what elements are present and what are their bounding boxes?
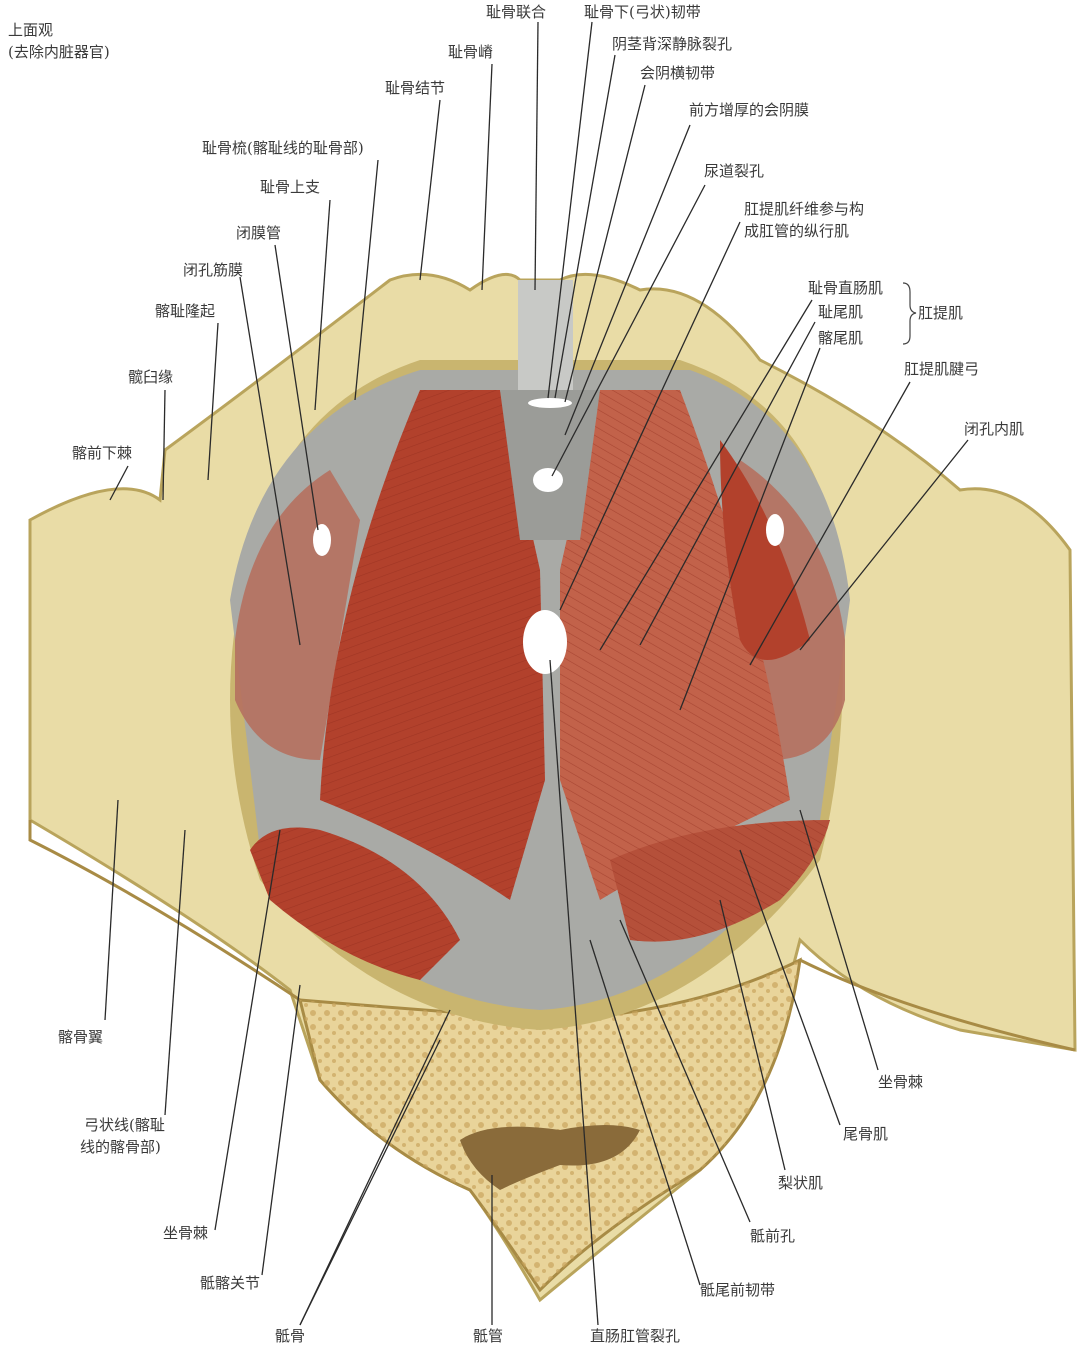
label-sacrum: 骶骨 <box>275 1327 306 1345</box>
label-ischial-spine-left: 坐骨棘 <box>163 1224 209 1242</box>
pubic-symphysis <box>518 280 573 390</box>
label-pubic-crest: 耻骨嵴 <box>448 43 494 61</box>
label-sacral-canal: 骶管 <box>473 1327 504 1345</box>
label-pubococcygeus: 耻尾肌 <box>818 303 864 321</box>
view-title: 上面观 <box>8 21 54 39</box>
label-iliopubic-eminence: 髂耻隆起 <box>155 302 216 320</box>
label-ischial-spine-right: 坐骨棘 <box>878 1073 924 1091</box>
label-pecten-pubis: 耻骨梳(髂耻线的耻骨部) <box>202 139 364 157</box>
urethral-hiatus <box>533 468 563 492</box>
label-levator-fibers-2: 成肛管的纵行肌 <box>744 222 850 240</box>
label-obturator-canal: 闭膜管 <box>236 224 282 242</box>
label-coccygeus: 尾骨肌 <box>843 1125 889 1143</box>
label-pubic-symphysis: 耻骨联合 <box>486 3 547 21</box>
anorectal-hiatus <box>523 610 567 674</box>
label-arcuate-line-1: 弓状线(髂耻 <box>84 1116 165 1134</box>
label-aiis: 髂前下棘 <box>72 444 133 462</box>
label-acetabular-margin: 髋臼缘 <box>128 368 174 386</box>
obturator-canal-right <box>766 514 784 546</box>
label-anorectal-hiatus: 直肠肛管裂孔 <box>590 1327 681 1345</box>
sacral-canal <box>460 1125 640 1190</box>
label-piriformis: 梨状肌 <box>778 1174 824 1192</box>
label-deep-dorsal-vein-hiatus: 阴茎背深静脉裂孔 <box>612 35 733 53</box>
central-raphe <box>500 390 600 540</box>
label-obturator-fascia: 闭孔筋膜 <box>183 261 244 279</box>
label-iliac-wing: 髂骨翼 <box>58 1028 104 1046</box>
label-sacroiliac-joint: 骶髂关节 <box>200 1274 261 1292</box>
obturator-canal-left <box>313 524 331 556</box>
label-iliococcygeus: 髂尾肌 <box>818 329 864 347</box>
label-levator-fibers-1: 肛提肌纤维参与构 <box>744 200 865 218</box>
label-anterior-sacral-foramina: 骶前孔 <box>750 1227 796 1245</box>
label-inferior-pubic-ligament: 耻骨下(弓状)韧带 <box>584 3 701 21</box>
label-pubic-tubercle: 耻骨结节 <box>385 79 446 97</box>
label-obturator-internus: 闭孔内肌 <box>964 420 1025 438</box>
levator-ani-brace <box>902 282 917 345</box>
label-anterior-sacrococcygeal-ligament: 骶尾前韧带 <box>700 1281 776 1299</box>
label-anterior-perineal-membrane: 前方增厚的会阴膜 <box>689 101 810 119</box>
view-subtitle: (去除内脏器官) <box>8 43 110 61</box>
label-urethral-hiatus: 尿道裂孔 <box>704 162 765 180</box>
levator-ani-lateral-right <box>720 440 810 660</box>
deep-dorsal-vein-hiatus <box>528 398 572 408</box>
label-arcuate-line-2: 线的髂骨部) <box>80 1138 161 1156</box>
label-transverse-perineal-ligament: 会阴横韧带 <box>640 64 716 82</box>
label-puborectalis: 耻骨直肠肌 <box>808 279 884 297</box>
label-levator-ani: 肛提肌 <box>918 304 964 322</box>
label-superior-pubic-ramus: 耻骨上支 <box>260 178 321 196</box>
leader-lines <box>104 21 969 1326</box>
label-tendinous-arch: 肛提肌腱弓 <box>904 360 980 378</box>
